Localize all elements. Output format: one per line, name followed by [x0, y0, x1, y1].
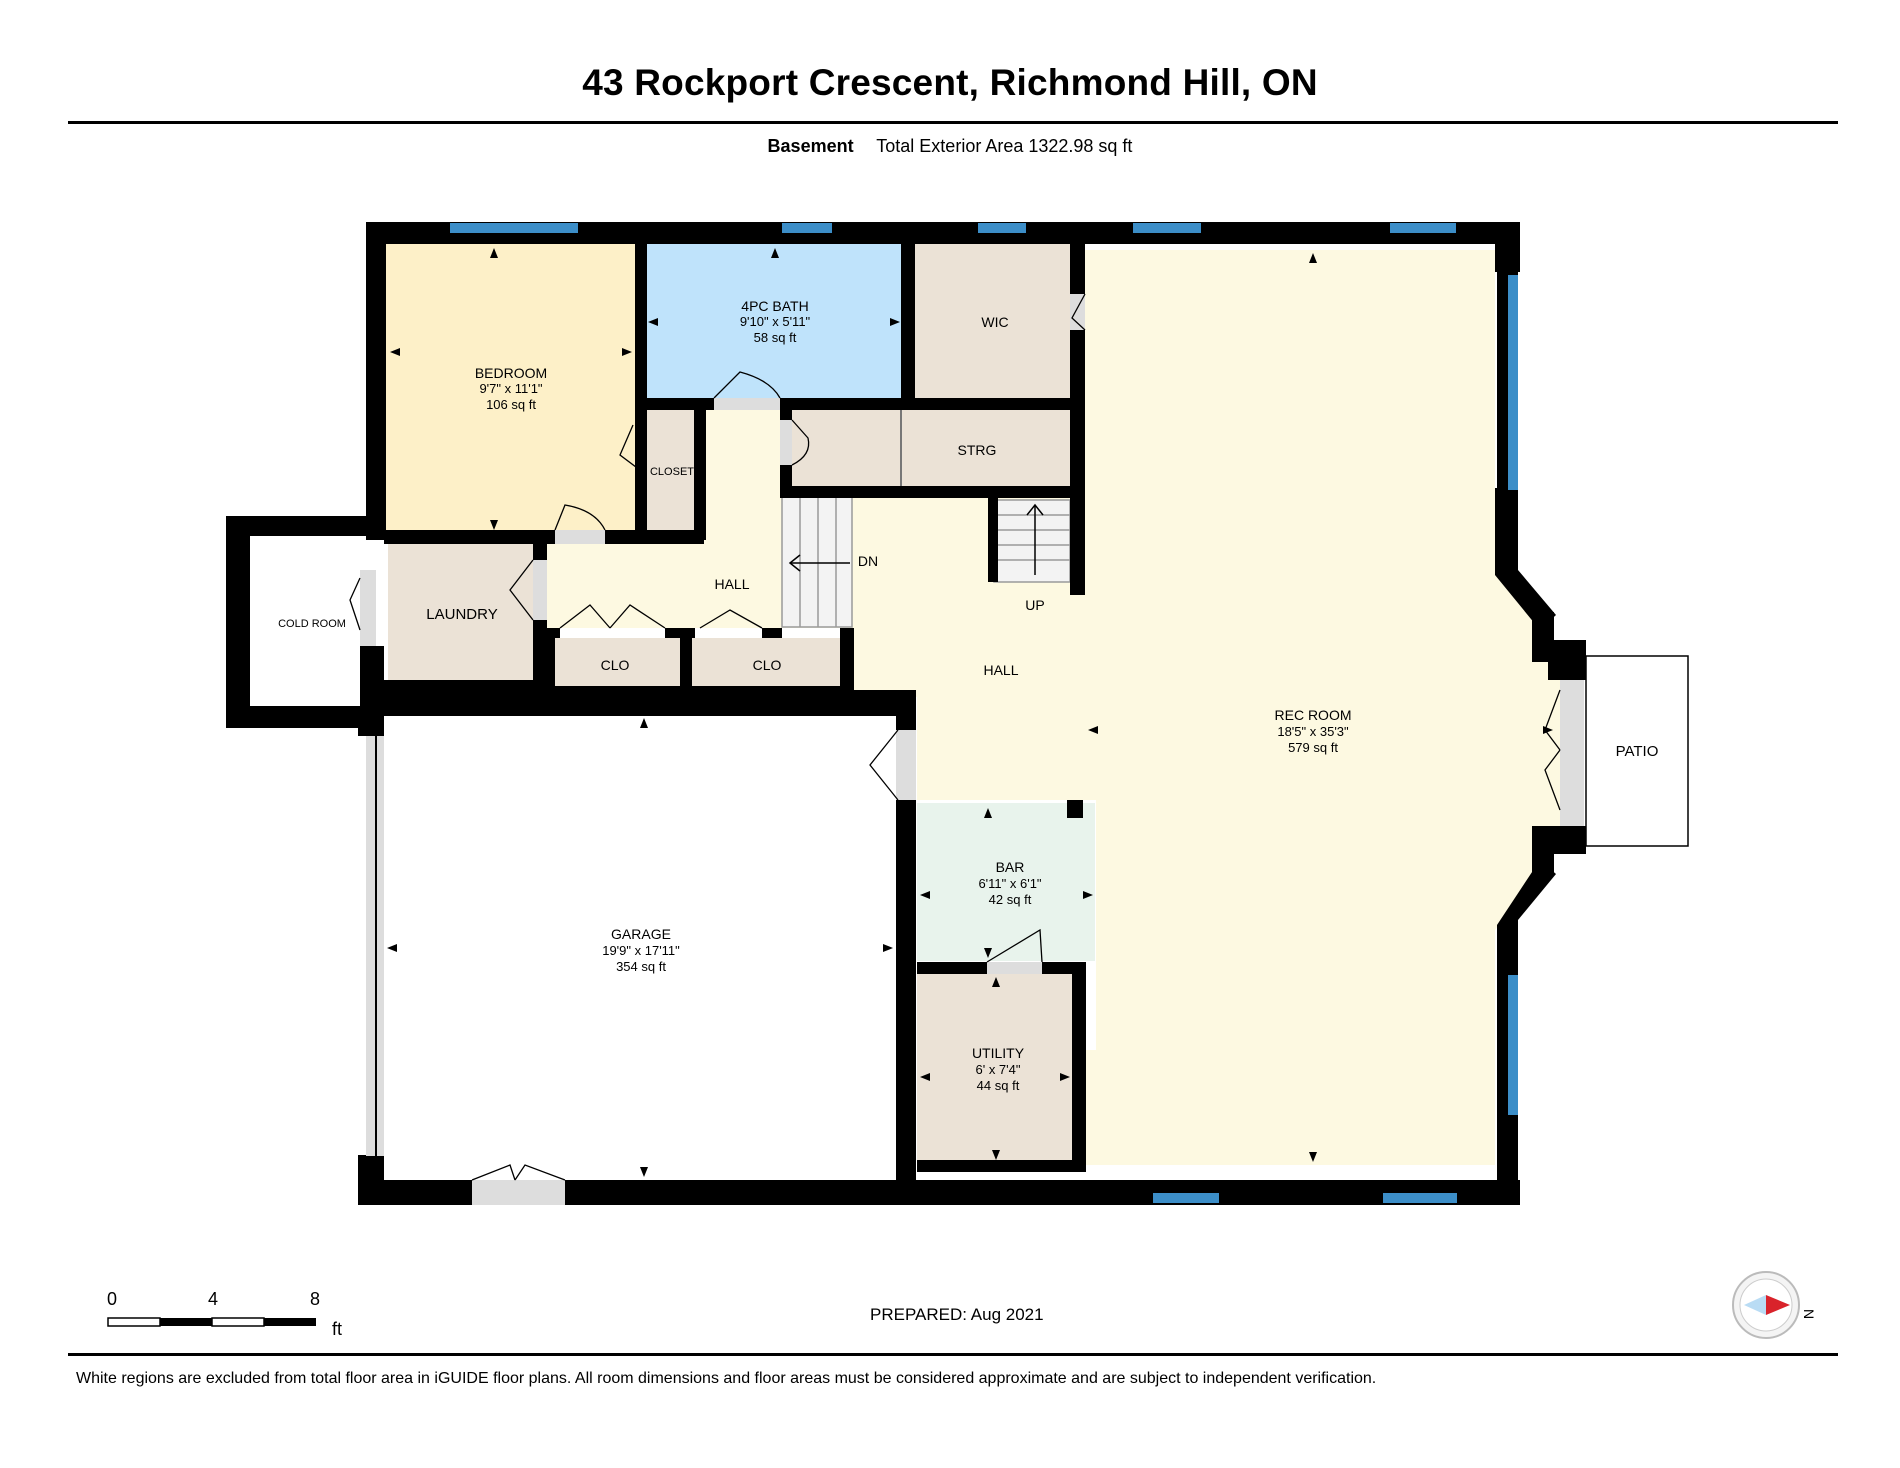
strg-fill: [790, 410, 1070, 486]
dimension-markers: [387, 248, 1553, 1177]
bedroom-dims: 9'7" x 11'1": [479, 381, 542, 396]
title-divider: [68, 121, 1838, 124]
utility-name: UTILITY: [972, 1045, 1025, 1061]
patio-outline: [1585, 655, 1689, 847]
utility-fill: [917, 972, 1072, 1162]
upper-hall-fill: [545, 410, 853, 628]
door-openings: [360, 294, 1584, 1205]
main-hall-name: HALL: [983, 662, 1018, 678]
utility-dims: 6' x 7'4": [976, 1062, 1021, 1077]
strg-name: STRG: [958, 442, 997, 458]
closet-name: CLOSET: [650, 466, 694, 478]
floor-name: Basement: [767, 136, 854, 156]
garage-dims: 19'9" x 17'11": [602, 943, 680, 958]
laundry-name: LAUNDRY: [426, 606, 497, 623]
clo2-fill: [692, 638, 840, 688]
compass-icon: N: [1732, 1271, 1817, 1339]
clo2-name: CLO: [753, 657, 782, 673]
garage-area: 354 sq ft: [616, 959, 666, 974]
bar-fill: [917, 803, 1095, 961]
bedroom-name: BEDROOM: [475, 365, 547, 381]
bar-name: BAR: [996, 859, 1025, 875]
clo1-name: CLO: [601, 657, 630, 673]
upper-hall-name: HALL: [714, 576, 749, 592]
wic-fill: [915, 244, 1070, 398]
footer-divider: [68, 1353, 1838, 1356]
bar-area: 42 sq ft: [989, 892, 1032, 907]
patio-name: PATIO: [1616, 743, 1659, 760]
bedroom-area: 106 sq ft: [486, 397, 536, 412]
compass-north-label: N: [1801, 1309, 1817, 1319]
stairs-up: [993, 499, 1071, 583]
scale-label-8: 8: [310, 1289, 320, 1309]
plan-title: 43 Rockport Crescent, Richmond Hill, ON: [582, 62, 1318, 103]
utility-area: 44 sq ft: [977, 1078, 1020, 1093]
cold-room-name: COLD ROOM: [278, 618, 346, 630]
bedroom-fill: [385, 244, 635, 534]
stairs-up-label: UP: [1025, 597, 1044, 613]
closet-fill: [645, 408, 694, 534]
scale-label-0: 0: [107, 1289, 117, 1309]
scale-bar: 0 4 8 ft: [107, 1289, 342, 1339]
floor-subtitle: Basement Total Exterior Area 1322.98 sq …: [0, 136, 1900, 157]
laundry-fill: [388, 544, 533, 680]
scale-label-4: 4: [208, 1289, 218, 1309]
bath-fill: [645, 244, 901, 398]
garage-name: GARAGE: [611, 926, 671, 942]
door-swings: [349, 293, 1561, 1181]
disclaimer-text: White regions are excluded from total fl…: [76, 1370, 1377, 1387]
bath-name: 4PC BATH: [741, 298, 808, 314]
bar-dims: 6'11" x 6'1": [978, 876, 1041, 891]
rec-room-fill: [853, 250, 1580, 1165]
wic-name: WIC: [981, 314, 1008, 330]
clo1-fill: [550, 638, 680, 688]
bath-dims: 9'10" x 5'11": [740, 314, 811, 329]
stairs-dn-label: DN: [858, 553, 878, 569]
total-area: Total Exterior Area 1322.98 sq ft: [876, 136, 1133, 156]
rec-room-area: 579 sq ft: [1288, 740, 1338, 755]
prepared-date: PREPARED: Aug 2021: [870, 1305, 1044, 1324]
scale-unit: ft: [332, 1319, 342, 1339]
bath-area: 58 sq ft: [754, 330, 797, 345]
rec-room-dims: 18'5" x 35'3": [1277, 724, 1349, 739]
stairs-down: [781, 496, 853, 628]
stair-arrows: [788, 503, 1044, 575]
rec-room-name: REC ROOM: [1275, 707, 1352, 723]
windows: [450, 223, 1518, 1203]
